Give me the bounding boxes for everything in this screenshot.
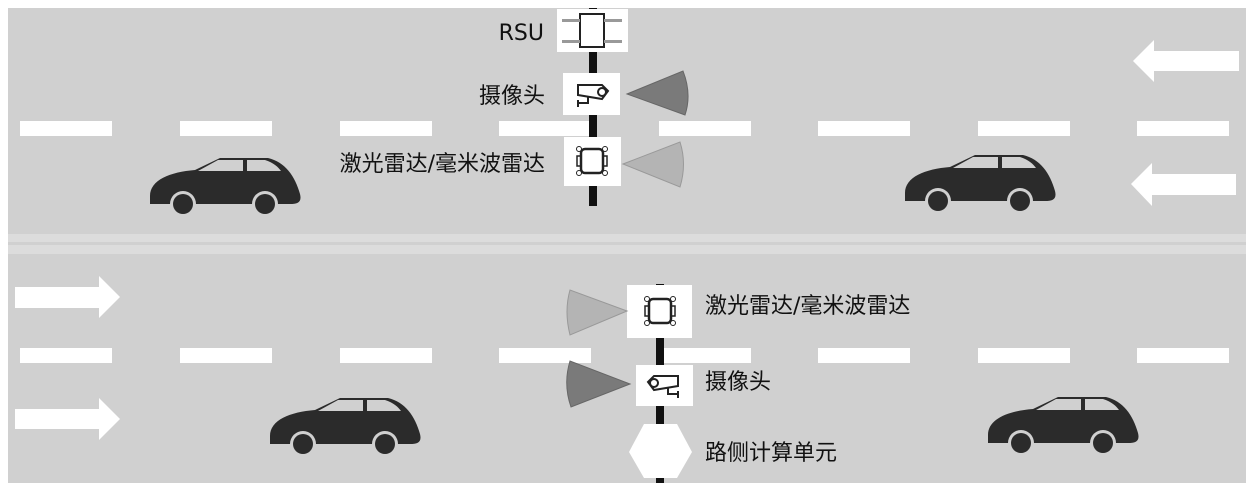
arrow-right-icon	[15, 276, 120, 318]
rsu-label: RSU	[499, 21, 544, 46]
upper-camera-label: 摄像头	[479, 84, 545, 109]
radar-icon	[575, 145, 609, 177]
radar-beam	[566, 289, 629, 336]
radar-beam	[621, 141, 684, 188]
arrow-right-icon	[15, 398, 120, 440]
median-line-upper	[8, 234, 1246, 242]
upper-radar-label: 激光雷达/毫米波雷达	[340, 152, 545, 177]
arrow-left-icon	[1133, 40, 1239, 82]
camera-beam	[625, 70, 689, 116]
rsu-chip-icon	[557, 9, 628, 52]
arrow-left-icon	[1131, 163, 1236, 206]
hexagon-compute-icon	[629, 424, 692, 478]
camera-beam	[566, 360, 632, 408]
radar-icon	[643, 295, 677, 327]
lower-radar-label: 激光雷达/毫米波雷达	[705, 294, 910, 319]
compute-unit-label: 路侧计算单元	[705, 441, 837, 466]
lower-lane-dashes	[20, 348, 1229, 363]
median-line-lower	[8, 245, 1246, 254]
lower-camera-label: 摄像头	[705, 370, 771, 395]
upper-lane-dashes	[20, 121, 1229, 136]
